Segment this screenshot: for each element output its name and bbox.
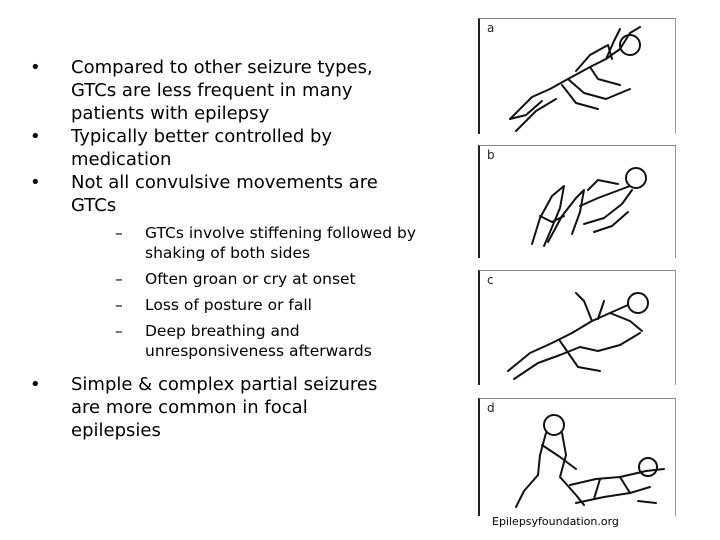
sub-bullet-item-4: – Deep breathing and unresponsiveness af…: [71, 321, 420, 361]
bullet-1-line-3: patients with epilepsy: [71, 103, 270, 124]
bullet-item-3: • Not all convulsive movements are GTCs …: [30, 171, 420, 361]
bullet-2-line-2: medication: [71, 149, 172, 170]
sub-2-line-1: Often groan or cry at onset: [145, 270, 356, 288]
bullet-4-line-1: Simple & complex partial seizures: [71, 374, 378, 395]
bullet-3-line-2: GTCs: [71, 195, 117, 216]
panel-label-d: d: [487, 401, 495, 415]
dash-marker: –: [115, 296, 123, 314]
sub-bullet-list: – GTCs involve stiffening followed by sh…: [71, 223, 420, 361]
seizure-illustration: a b: [478, 18, 676, 518]
dash-marker: –: [115, 224, 123, 242]
bullet-3-line-1: Not all convulsive movements are: [71, 172, 378, 193]
bullet-2-line-1: Typically better controlled by: [71, 126, 333, 147]
sub-3-line-1: Loss of posture or fall: [145, 296, 312, 314]
panel-label-c: c: [487, 273, 494, 287]
sub-bullet-item-3: – Loss of posture or fall: [71, 295, 420, 315]
bullet-item-1: • Compared to other seizure types, GTCs …: [30, 56, 420, 125]
sub-bullet-item-1: – GTCs involve stiffening followed by sh…: [71, 223, 420, 263]
bullet-item-2: • Typically better controlled by medicat…: [30, 125, 420, 171]
dash-marker: –: [115, 270, 123, 288]
panel-a: a: [478, 18, 676, 134]
bullet-1-line-2: GTCs are less frequent in many: [71, 80, 353, 101]
panel-label-a: a: [487, 21, 495, 35]
bullet-1-line-1: Compared to other seizure types,: [71, 57, 373, 78]
sub-bullet-item-2: – Often groan or cry at onset: [71, 269, 420, 289]
panel-d: d: [478, 398, 676, 516]
bullet-4-line-3: epilepsies: [71, 420, 161, 441]
image-credit: Epilepsyfoundation.org: [492, 515, 619, 528]
sub-4-line-1: Deep breathing and: [145, 322, 300, 340]
bullet-list: • Compared to other seizure types, GTCs …: [30, 56, 420, 442]
bullet-marker: •: [30, 126, 41, 147]
shaking-figure-drawing: [531, 167, 647, 247]
panel-label-b: b: [487, 148, 495, 162]
bullet-item-4: • Simple & complex partial seizures are …: [30, 373, 420, 442]
loss-of-posture-figure-drawing: [507, 292, 649, 380]
recovery-position-drawing: [515, 414, 665, 508]
dash-marker: –: [115, 322, 123, 340]
bullet-marker: •: [30, 374, 41, 395]
bullet-4-line-2: are more common in focal: [71, 397, 308, 418]
bullet-marker: •: [30, 172, 41, 193]
stiffening-figure-drawing: [509, 26, 641, 132]
panel-b: b: [478, 145, 676, 258]
bullet-marker: •: [30, 57, 41, 78]
sub-4-line-2: unresponsiveness afterwards: [145, 342, 372, 360]
sub-1-line-2: shaking of both sides: [145, 244, 311, 262]
panel-c: c: [478, 270, 676, 385]
sub-1-line-1: GTCs involve stiffening followed by: [145, 224, 416, 242]
